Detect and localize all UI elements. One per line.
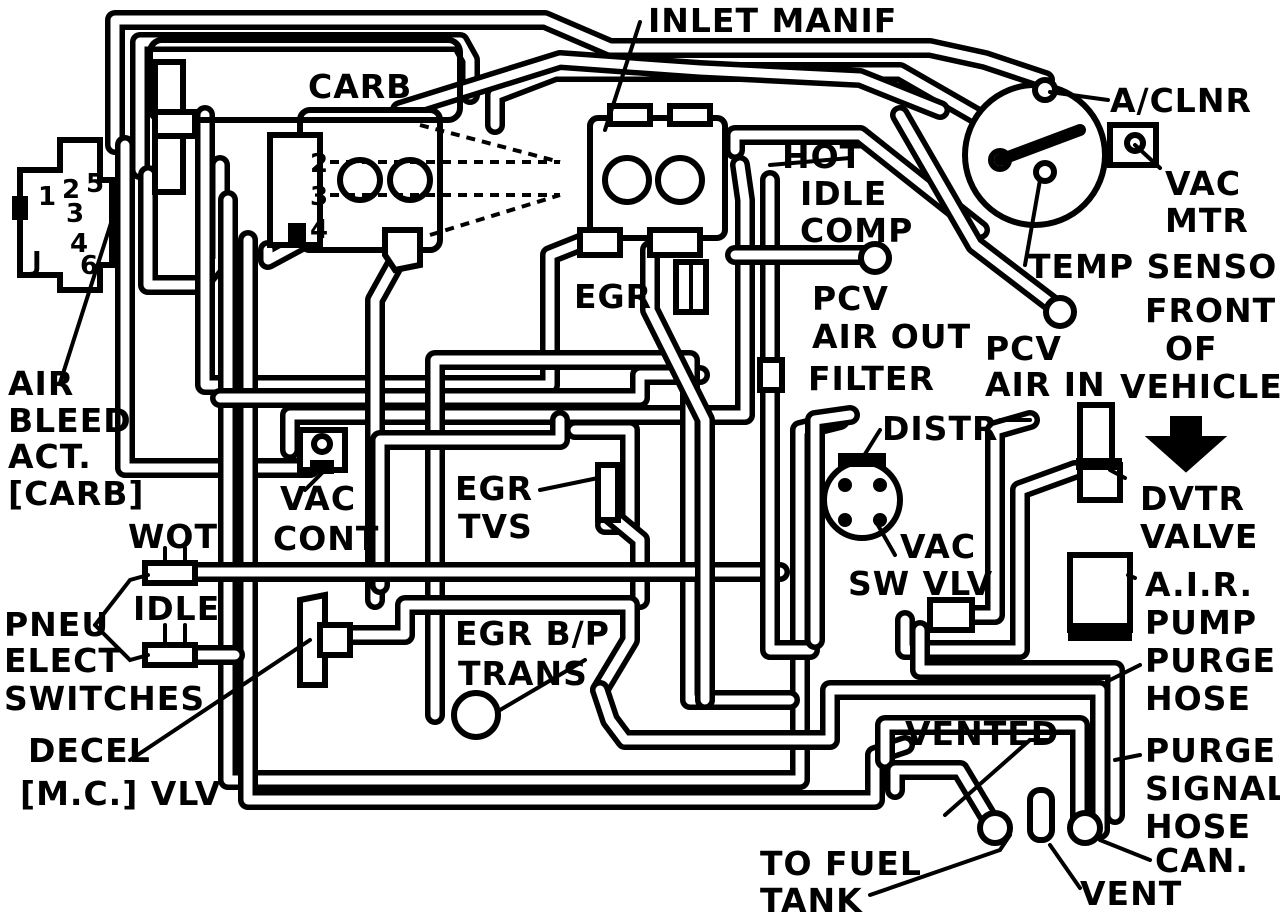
connector-pin-1: 1	[38, 182, 56, 212]
label-egr-tvs-egr: EGR	[455, 469, 533, 508]
label-mc-vlv: [M.C.] VLV	[20, 774, 221, 813]
label-vent: VENT	[1080, 874, 1182, 913]
label-switches: SWITCHES	[4, 679, 205, 718]
label-trans: TRANS	[458, 654, 588, 693]
carburetor	[267, 107, 443, 274]
wot-switch	[142, 560, 198, 586]
label-egr-bp: EGR B/P	[455, 614, 610, 653]
label-vac-cont-vac: VAC	[280, 479, 356, 518]
label-idle-comp-idle: IDLE	[800, 174, 887, 213]
label-vac-sw: VAC	[900, 527, 976, 566]
label-signal: SIGNAL	[1145, 769, 1280, 808]
label-signal-hose: HOSE	[1145, 807, 1251, 846]
connector-pin-4: 4	[70, 229, 88, 259]
inlet-manifold	[577, 103, 728, 258]
dashed-port-connections	[330, 123, 561, 237]
pcv-air-out-filter	[757, 357, 785, 393]
carb-port-2: 2	[310, 149, 328, 179]
label-purge-signal-purge: PURGE	[1145, 731, 1276, 770]
distributor	[821, 453, 903, 541]
label-pcv-out: PCV	[812, 279, 889, 318]
air-cleaner	[962, 77, 1159, 228]
label-distr: DISTR	[882, 409, 998, 448]
label-cont: CONT	[273, 519, 379, 558]
label-can: CAN.	[1155, 841, 1249, 880]
egr-tvs-body	[595, 462, 621, 523]
label-air-pump-air: A.I.R.	[1145, 565, 1253, 604]
vac-cont-valve	[297, 427, 348, 474]
label-hot: HOT	[782, 137, 863, 176]
label-mtr: MTR	[1165, 201, 1249, 240]
label-idle: IDLE	[133, 589, 220, 628]
label-temp-sensor: TEMP SENSOR	[1028, 247, 1280, 286]
carb-port-4: 4	[310, 215, 328, 245]
electrical-connector: 1 2 3 4 J 5 6	[12, 137, 115, 293]
connector-pin-5: 5	[86, 169, 104, 199]
canister-ports	[977, 787, 1103, 846]
label-purge: PURGE	[1145, 641, 1276, 680]
carb-port-3: 3	[310, 182, 328, 212]
label-air-in: AIR IN	[985, 365, 1106, 404]
temp-sensor-fitting	[1043, 295, 1077, 329]
label-egr: EGR	[574, 277, 652, 316]
decel-valve	[297, 591, 328, 688]
label-inlet-manif: INLET MANIF	[648, 1, 897, 40]
carb-top-housing	[147, 37, 463, 123]
front-arrow-icon	[1144, 416, 1228, 473]
idle-switch	[142, 642, 198, 668]
label-vehicle: VEHICLE	[1120, 367, 1280, 406]
label-a-clnr: A/CLNR	[1110, 81, 1252, 120]
connector-pin-j: J	[30, 247, 42, 277]
label-tank: TANK	[760, 881, 863, 918]
label-purge-hose: HOSE	[1145, 679, 1251, 718]
label-valve: VALVE	[1140, 517, 1258, 556]
label-comp: COMP	[800, 211, 913, 250]
label-carb: CARB	[308, 67, 412, 106]
dvtr-valve	[1076, 402, 1123, 503]
label-filter: FILTER	[808, 359, 935, 398]
hose-network	[105, 10, 1125, 840]
label-sw-vlv: SW VLV	[848, 564, 993, 603]
label-pump: PUMP	[1145, 603, 1257, 642]
connector-pin-3: 3	[66, 199, 84, 229]
label-front: FRONT	[1145, 291, 1276, 330]
label-wot: WOT	[128, 517, 218, 556]
label-air-out: AIR OUT	[812, 317, 971, 356]
label-carb-bracket: [CARB]	[8, 474, 145, 513]
connector-pin-2: 2	[62, 175, 80, 205]
label-pneu: PNEU	[4, 605, 109, 644]
decel-valve-tip	[317, 622, 353, 658]
air-pump	[1067, 552, 1133, 641]
egr-valve	[673, 259, 709, 315]
label-decel: DECEL	[28, 731, 151, 770]
vac-switch-valve	[927, 597, 975, 633]
label-to-fuel: TO FUEL	[760, 844, 922, 883]
label-pcv-in: PCV	[985, 329, 1062, 368]
leader-lines	[58, 20, 1162, 897]
label-elect: ELECT	[4, 641, 122, 680]
label-vac: VAC	[1165, 164, 1241, 203]
label-act: ACT.	[8, 437, 92, 476]
label-dvtr: DVTR	[1140, 479, 1245, 518]
label-air: AIR	[8, 364, 74, 403]
label-vented: VENTED	[905, 714, 1059, 753]
hot-idle-comp-fitting	[858, 241, 892, 275]
egr-bp-transducer	[451, 690, 501, 740]
label-tvs: TVS	[458, 507, 533, 546]
label-bleed: BLEED	[8, 401, 132, 440]
label-of: OF	[1165, 329, 1218, 368]
carb-top-cap	[152, 109, 198, 139]
